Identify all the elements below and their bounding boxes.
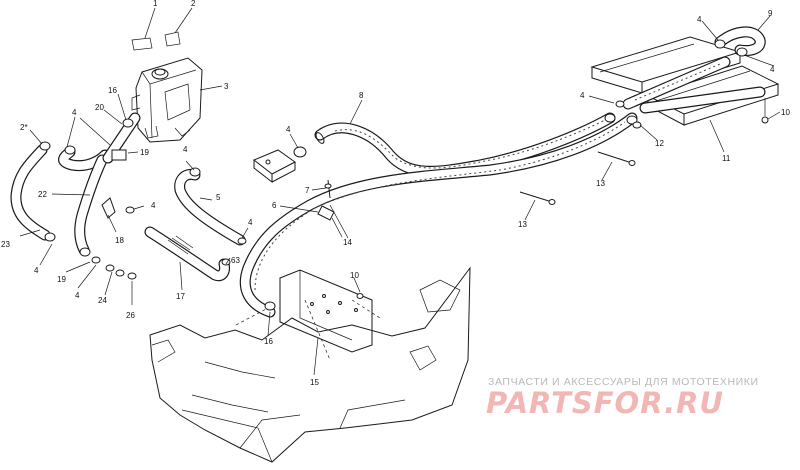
callout-24: 24 <box>98 296 107 305</box>
callout-20: 20 <box>95 103 104 112</box>
callout-1: 1 <box>153 0 158 8</box>
callout-17: 17 <box>176 292 185 301</box>
elbow-9 <box>615 26 769 129</box>
callout-4: 4 <box>151 201 156 210</box>
callout-10: 10 <box>781 108 790 117</box>
callout-19: 19 <box>57 275 66 284</box>
callout-9: 9 <box>768 9 773 18</box>
callouts: 1 2 3 4 16 20 19 2* 22 23 4 19 4 24 26 1… <box>1 0 790 387</box>
callout-12: 12 <box>655 139 664 148</box>
leader-lines <box>19 15 781 376</box>
heat-exchanger <box>590 36 780 126</box>
main-hoses <box>239 112 638 318</box>
watermark-tagline: ЗАПЧАСТИ И АКСЕССУАРЫ ДЛЯ МОТОТЕХНИКИ <box>488 376 759 388</box>
callout-23: 23 <box>1 240 10 249</box>
left-hoses <box>10 112 141 280</box>
callout-4: 4 <box>580 91 585 100</box>
callout-22: 22 <box>38 190 47 199</box>
callout-10: 10 <box>350 271 359 280</box>
callout-5: 5 <box>216 193 221 202</box>
callout-4: 4 <box>34 266 39 275</box>
callout-2: 2 <box>191 0 196 8</box>
skid-plate <box>149 266 471 463</box>
callout-4: 4 <box>183 145 188 154</box>
callout-18: 18 <box>115 236 124 245</box>
bolts-13 <box>519 151 636 205</box>
callout-16: 16 <box>264 337 273 346</box>
callout-8: 8 <box>359 91 364 100</box>
callout-4: 4 <box>75 291 80 300</box>
callout-19: 19 <box>140 148 149 157</box>
oil-tank <box>131 7 223 143</box>
clamp-16 <box>235 293 364 326</box>
watermark-logo: PARTSFOR.RU <box>486 386 724 420</box>
callout-13: 13 <box>518 220 527 229</box>
callout-11: 11 <box>722 154 731 163</box>
callout-7: 7 <box>305 186 310 195</box>
callout-4: 4 <box>248 218 253 227</box>
callout-26: 26 <box>126 311 135 320</box>
callout-4: 4 <box>770 65 775 74</box>
callout-4: 4 <box>72 108 77 117</box>
callout-13: 13 <box>596 179 605 188</box>
callout-6: 6 <box>272 201 277 210</box>
callout-2-star: 2* <box>20 123 28 132</box>
callout-63: 63 <box>231 256 240 265</box>
callout-14: 14 <box>343 238 352 247</box>
callout-3: 3 <box>224 82 229 91</box>
center-hoses <box>125 167 247 282</box>
callout-15: 15 <box>310 378 319 387</box>
mount-bracket <box>253 146 349 239</box>
callout-16: 16 <box>108 86 117 95</box>
callout-4: 4 <box>286 125 291 134</box>
callout-4: 4 <box>697 15 702 24</box>
